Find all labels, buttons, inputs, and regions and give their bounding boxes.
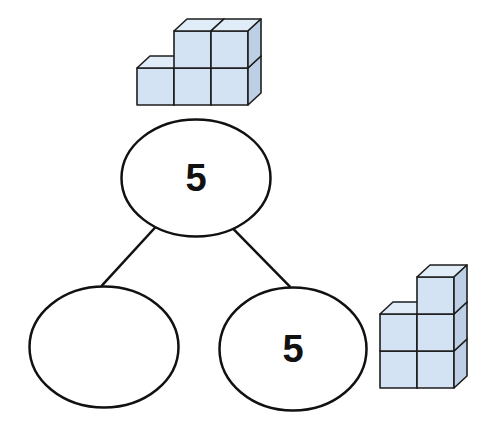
bond-number: 5 bbox=[185, 159, 206, 197]
number-circle: 5 bbox=[218, 286, 368, 412]
number-circle: 5 bbox=[120, 118, 272, 238]
bond-line bbox=[234, 229, 291, 287]
bond-number: 5 bbox=[282, 330, 303, 368]
circle-outline bbox=[28, 285, 180, 409]
right-cube-stack bbox=[380, 265, 467, 388]
bond-line bbox=[101, 227, 155, 286]
number-circle bbox=[28, 285, 180, 409]
top-cube-stack bbox=[137, 19, 261, 105]
